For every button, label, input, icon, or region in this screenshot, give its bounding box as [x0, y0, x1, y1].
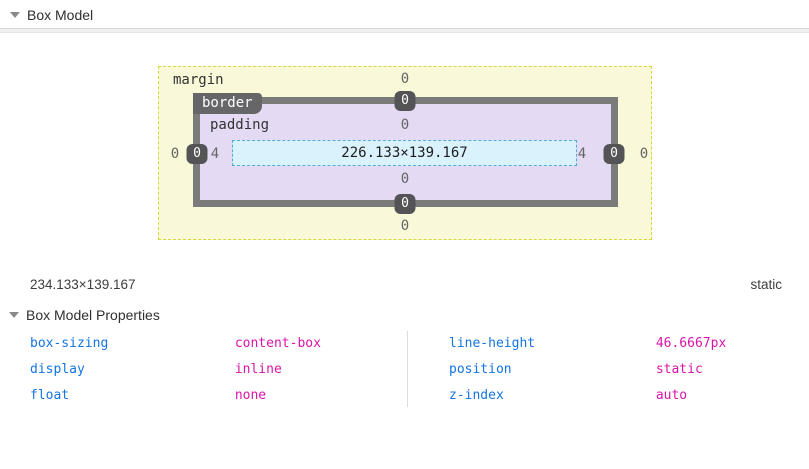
property-row: position static [449, 357, 726, 383]
box-model-diagram: margin 0 0 0 0 border padding 0 4 4 0 0 … [158, 66, 652, 240]
chevron-down-icon[interactable] [10, 12, 20, 18]
element-dimensions: 234.133×139.167 [30, 277, 136, 292]
property-value: inline [234, 362, 282, 377]
padding-right-value[interactable]: 4 [577, 146, 587, 162]
property-name: position [449, 362, 512, 377]
property-name: display [30, 362, 85, 377]
content-size-label: 226.133×139.167 [341, 145, 468, 161]
padding-top-value[interactable]: 0 [400, 117, 410, 133]
property-name: box-sizing [30, 336, 109, 351]
border-bottom-badge[interactable]: 0 [394, 194, 416, 214]
margin-top-value[interactable]: 0 [400, 71, 410, 87]
property-value: 46.6667px [655, 336, 727, 351]
box-model-header[interactable]: Box Model [10, 7, 93, 23]
property-name: line-height [449, 336, 536, 351]
section-divider [0, 28, 809, 33]
property-row: z-index auto [449, 383, 726, 409]
chevron-down-icon[interactable] [9, 312, 19, 318]
element-position: static [750, 277, 782, 292]
margin-label: margin [173, 72, 224, 88]
margin-bottom-value[interactable]: 0 [400, 218, 410, 234]
property-value: auto [655, 388, 688, 403]
properties-column-left: box-sizing content-box display inline fl… [30, 331, 321, 409]
margin-left-value[interactable]: 0 [170, 146, 180, 162]
property-value: none [234, 388, 267, 403]
margin-right-value[interactable]: 0 [639, 146, 649, 162]
column-divider [407, 331, 408, 407]
property-row: display inline [30, 357, 321, 383]
border-label: border [193, 93, 262, 114]
box-model-title: Box Model [27, 7, 94, 23]
property-row: box-sizing content-box [30, 331, 321, 357]
border-top-badge[interactable]: 0 [394, 91, 416, 111]
padding-bottom-value[interactable]: 0 [400, 171, 410, 187]
box-model-properties-header[interactable]: Box Model Properties [9, 307, 160, 323]
property-value: static [655, 362, 703, 377]
summary-row: 234.133×139.167 static [30, 277, 782, 292]
property-row: float none [30, 383, 321, 409]
border-right-badge[interactable]: 0 [603, 144, 625, 164]
padding-label: padding [210, 117, 270, 133]
content-region[interactable]: 226.133×139.167 [232, 140, 577, 166]
property-name: float [30, 388, 70, 403]
property-name: z-index [449, 388, 504, 403]
padding-left-value[interactable]: 4 [210, 146, 220, 162]
border-left-badge[interactable]: 0 [186, 144, 208, 164]
properties-column-right: line-height 46.6667px position static z-… [449, 331, 726, 409]
property-value: content-box [234, 336, 321, 351]
property-row: line-height 46.6667px [449, 331, 726, 357]
box-model-properties-title: Box Model Properties [26, 307, 160, 323]
